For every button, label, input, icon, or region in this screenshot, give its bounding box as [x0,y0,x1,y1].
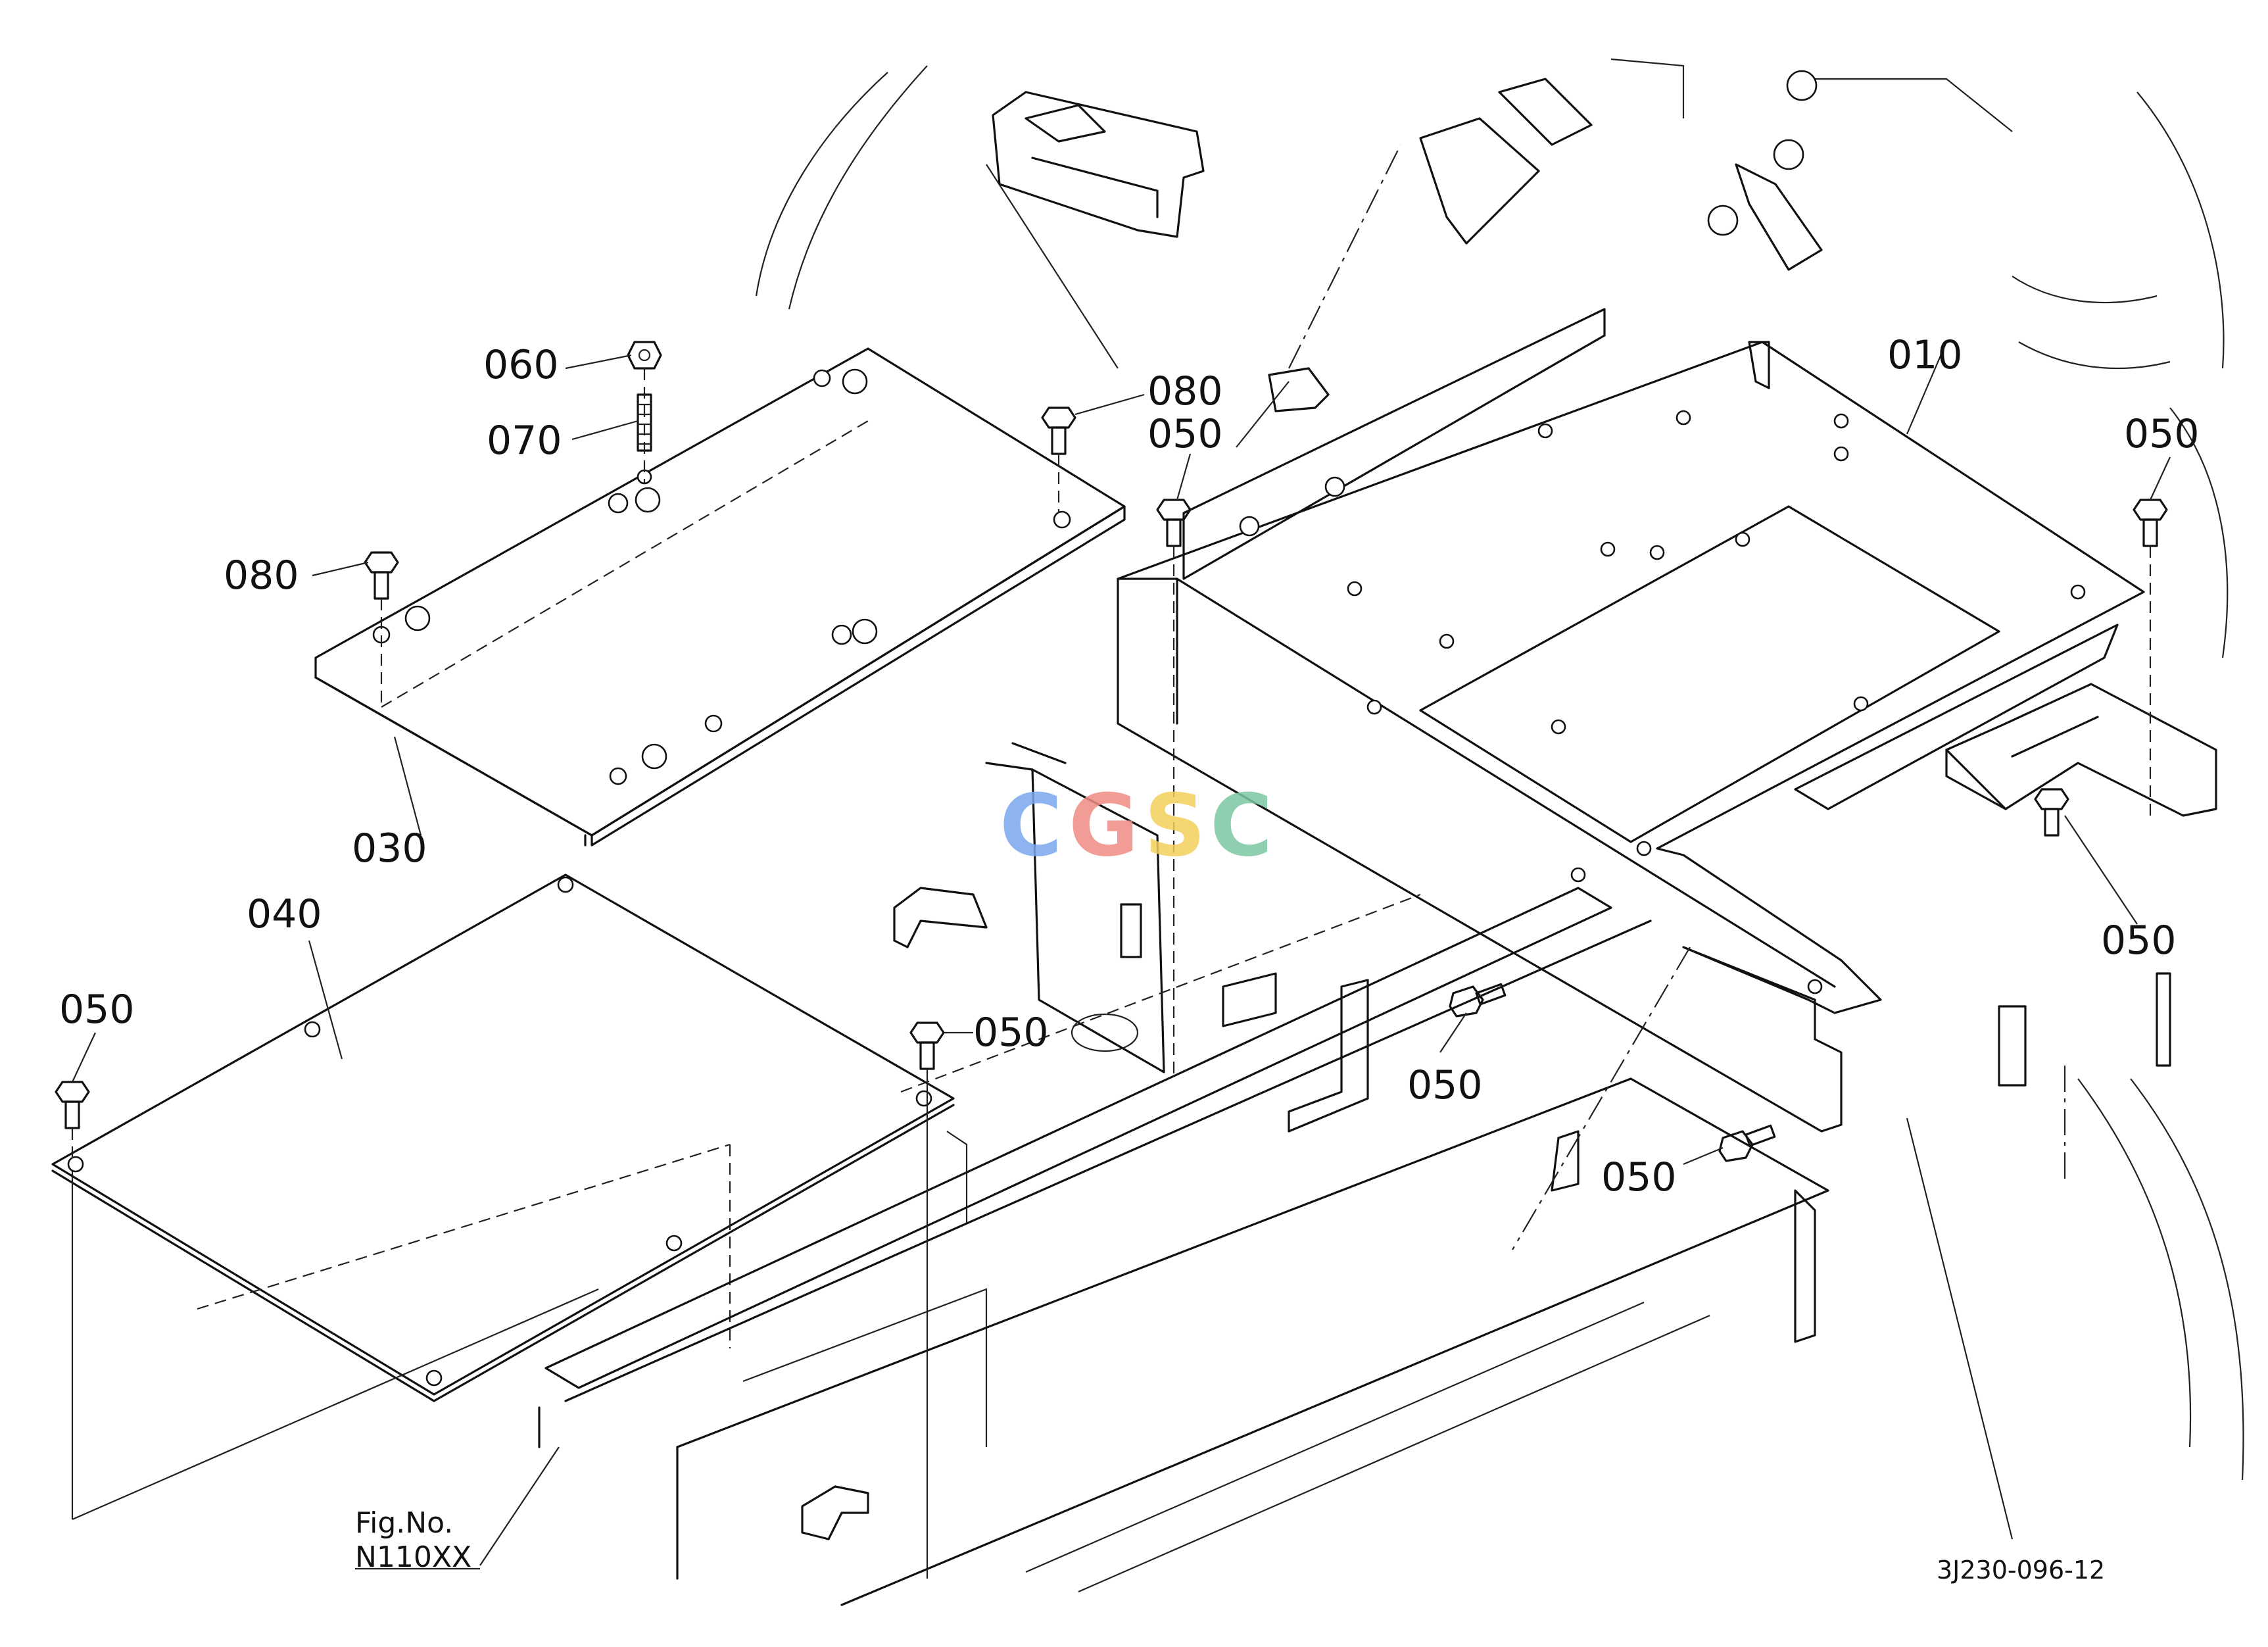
bolt-050-e [909,1021,945,1070]
part-010-holes [1347,410,2086,995]
watermark-letter-1: C [1000,775,1062,875]
callout-labels: 010 030 040 050 050 050 050 050 050 050 … [59,332,2200,1200]
callout-050-plate-right: 050 [973,1010,1049,1056]
watermark-logo: C G S C [1000,775,1272,875]
lower-frame [538,887,1829,1606]
fig-no-label: Fig.No. [355,1506,453,1540]
callout-040: 040 [247,891,322,937]
callout-050-tray-right: 050 [2124,411,2200,457]
watermark-letter-4: C [1210,775,1272,875]
part-040-lower-plate [51,873,955,1521]
rear-frame-brackets [1419,70,1823,271]
part-030-holes [372,368,1071,785]
leader-lines [72,341,2171,1570]
bolt-050-d [55,1081,90,1129]
bolt-080-left [364,551,399,600]
callout-010: 010 [1887,332,1963,378]
callout-050-plate-left: 050 [59,987,135,1033]
bolt-080-right [1041,406,1076,455]
bolt-050-f [1449,983,1507,1018]
watermark-letter-3: S [1144,775,1206,875]
callout-080-left: 080 [224,553,299,599]
watermark-letter-2: G [1069,775,1139,875]
callout-050-duct: 050 [2101,918,2177,964]
bolt-050-a [1156,499,1192,547]
small-bracket-center [1268,144,1401,412]
callout-050-bracket: 050 [1407,1062,1483,1108]
right-duct [1945,683,2217,1184]
background-linework [742,58,2244,1593]
nut-060 [627,341,662,370]
callout-070: 070 [487,418,562,464]
fasteners [55,341,2168,1579]
callout-080-right: 080 [1147,368,1223,414]
callout-050-lower-right: 050 [1601,1154,1677,1200]
upper-bracket [992,91,1205,238]
drawing-number: 3J230-096-12 [1937,1556,2105,1585]
fig-no-value[interactable]: N110XX [355,1540,471,1574]
figure-reference[interactable]: Fig.No. N110XX [355,1506,471,1574]
part-030-upper-cover [314,347,1126,847]
side-bracket [893,742,1165,1073]
callout-060: 060 [483,342,559,388]
callout-050-tray-left: 050 [1147,411,1223,457]
bolt-050-c [2034,788,2069,837]
callout-030: 030 [352,825,427,872]
bolt-050-g [1718,1124,1776,1162]
bolt-050-b [2133,499,2168,547]
part-010-tray [1117,308,2145,1133]
